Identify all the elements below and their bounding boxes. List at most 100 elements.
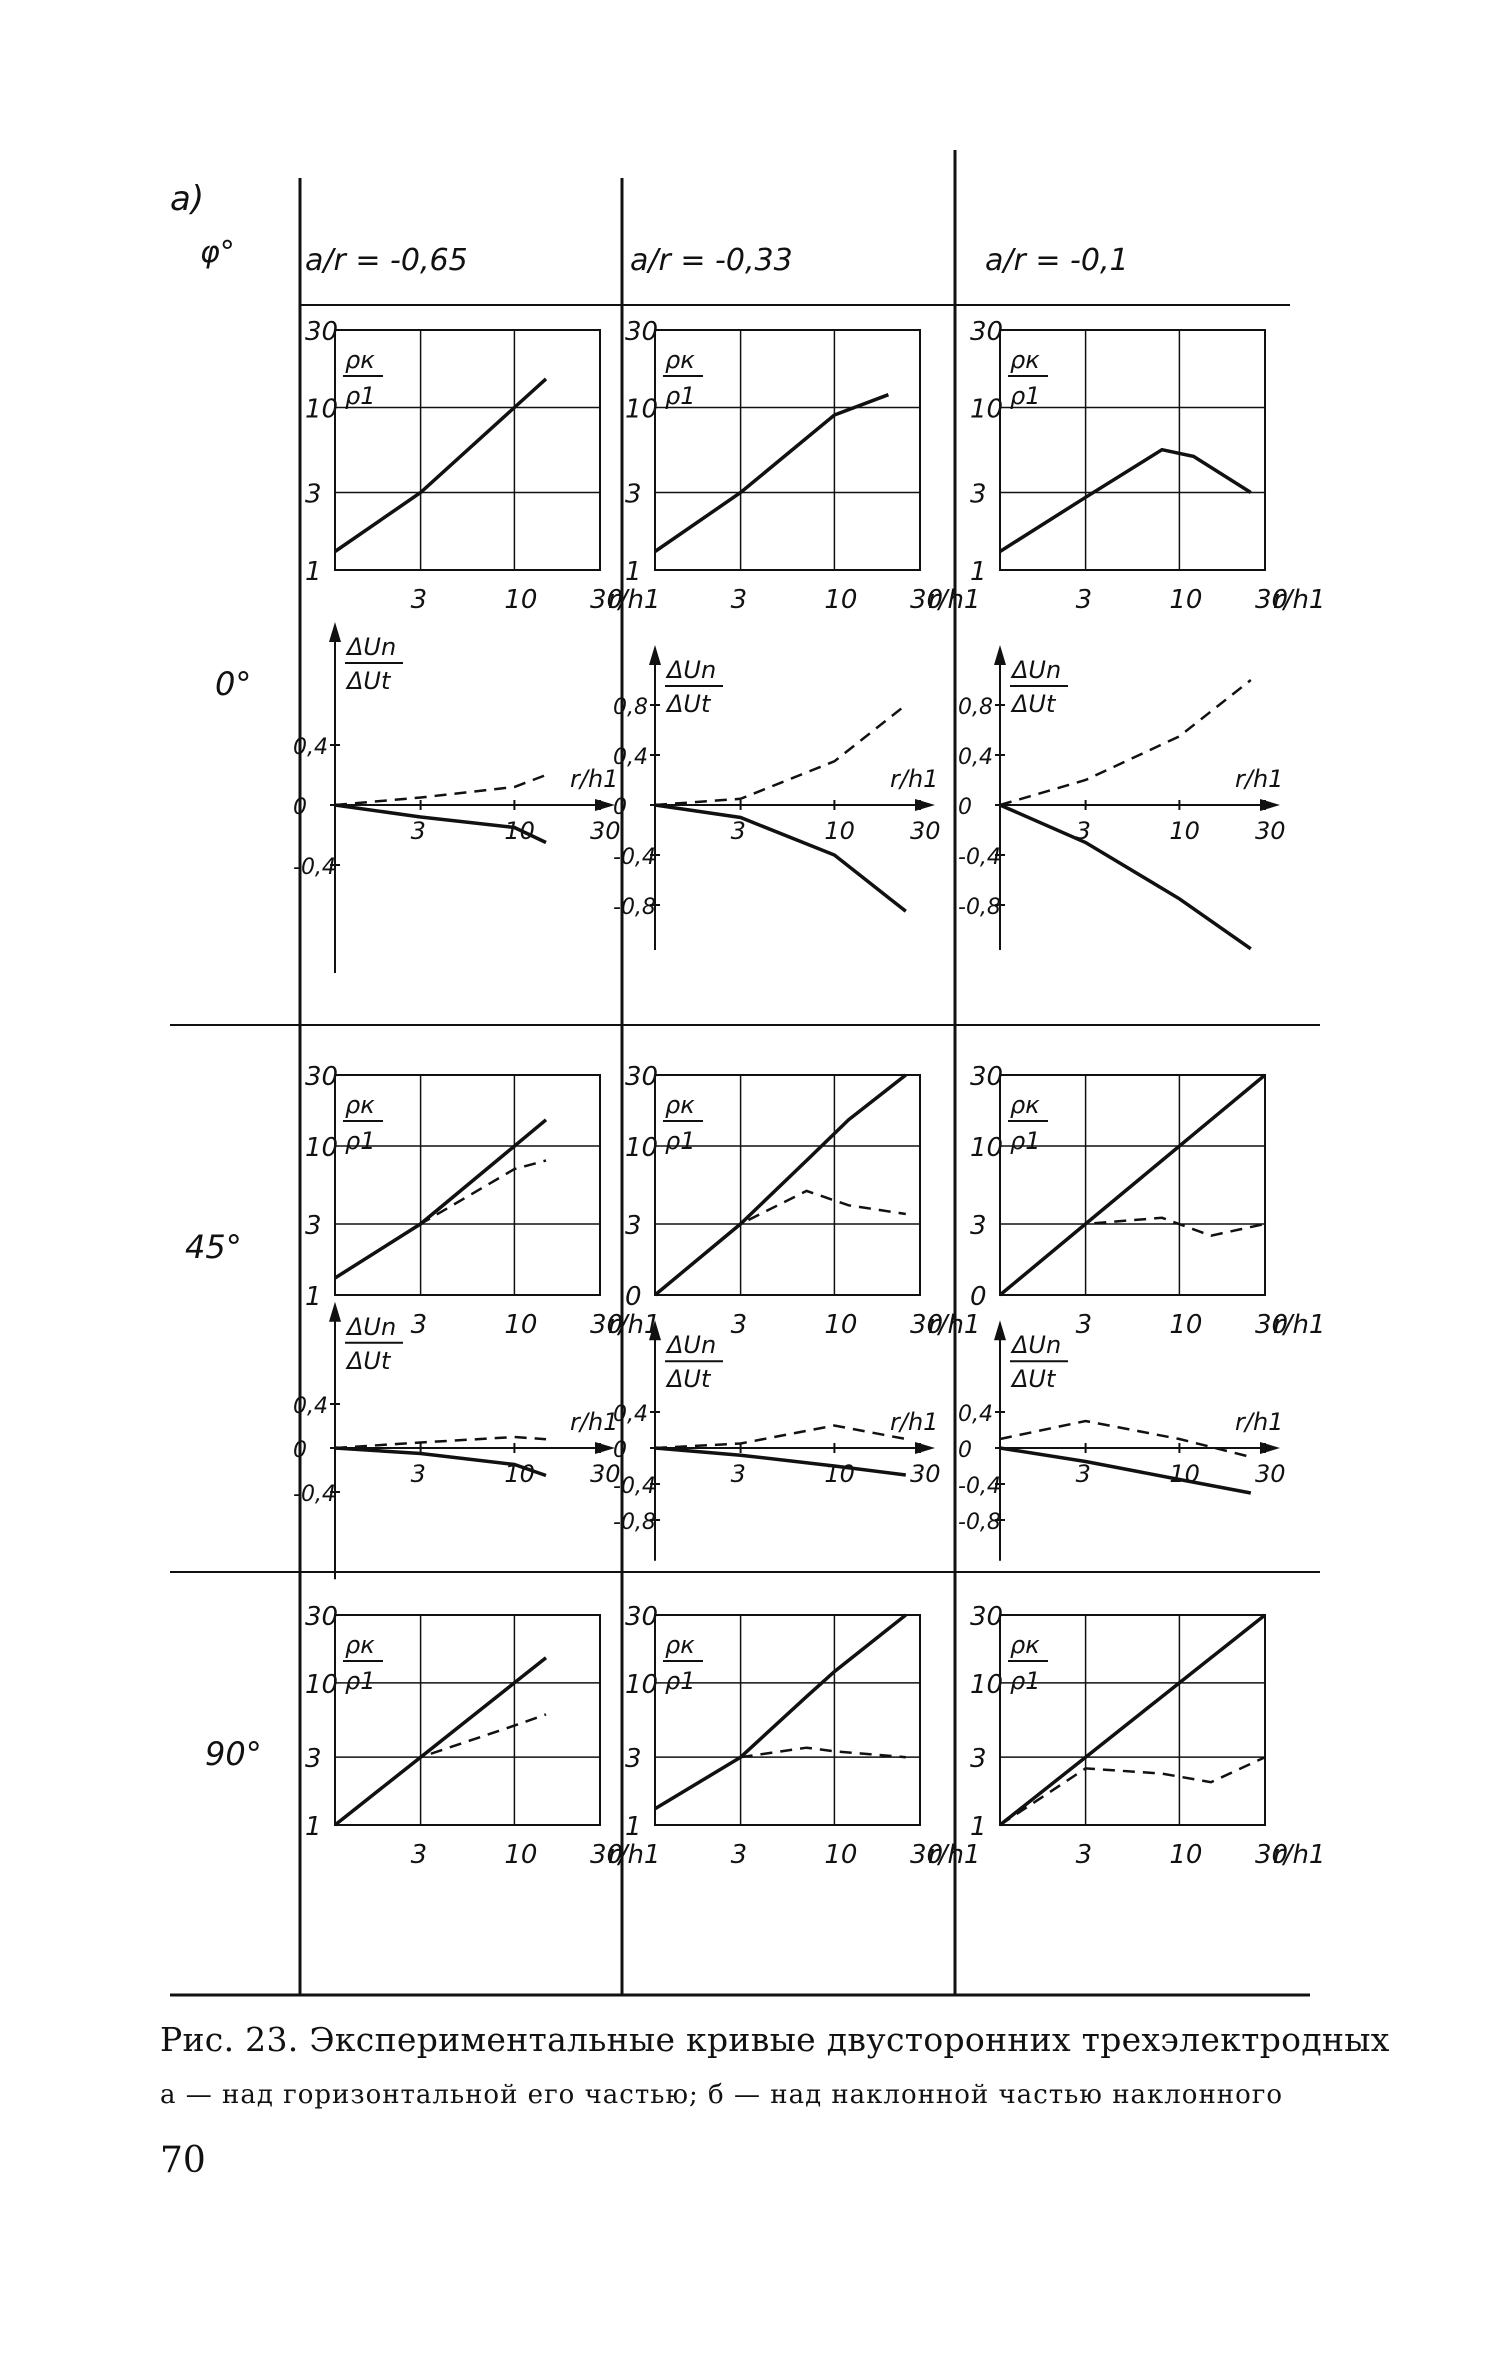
x-axis-label: r/h1 — [1273, 1310, 1325, 1340]
rho-plot-frame — [654, 329, 921, 571]
du-label-numerator: ΔUn — [665, 656, 716, 684]
x-tick-label: 10 — [1169, 817, 1200, 845]
rho-y-tick-label: 0 — [625, 1282, 642, 1312]
dashed-curve — [654, 1424, 907, 1450]
page-number: 70 — [160, 2140, 206, 2181]
rho-plot-frame — [999, 1074, 1266, 1296]
du-label-numerator: ΔUn — [345, 1313, 396, 1341]
arrow-head — [329, 1301, 341, 1322]
solid-curve — [334, 803, 547, 845]
arrow-head — [994, 645, 1006, 665]
du-y-tick-label: 0 — [293, 795, 307, 820]
du-y-tick-label: 0 — [613, 795, 627, 820]
x-tick-label: 3 — [411, 1460, 426, 1488]
x-axis-label: r/h1 — [1235, 1408, 1283, 1436]
column-header: a/r = -0,65 — [305, 243, 468, 278]
x-tick-label: 3 — [731, 1310, 748, 1340]
dashed-curve — [334, 1435, 547, 1450]
rho-y-tick-label: 30 — [970, 1602, 1003, 1632]
x-tick-label: 10 — [504, 1310, 537, 1340]
row-label: 0° — [215, 665, 251, 703]
rho-label-denominator: ρ1 — [345, 1667, 376, 1695]
rho-label-denominator: ρ1 — [665, 1127, 696, 1155]
du-label-numerator: ΔUn — [665, 1331, 716, 1359]
x-tick-label: 10 — [1169, 585, 1202, 615]
rho-label-denominator: ρ1 — [665, 382, 696, 410]
rho-y-tick-label: 3 — [305, 479, 322, 509]
solid-curve — [654, 393, 890, 553]
du-y-tick-label: -0,8 — [958, 895, 1001, 920]
rho-label-numerator: ρк — [1010, 1631, 1040, 1659]
x-tick-label: 10 — [824, 1840, 857, 1870]
x-tick-label: 30 — [1255, 585, 1288, 615]
rho-label-numerator: ρк — [665, 1091, 695, 1119]
rho-y-tick-label: 10 — [625, 1133, 658, 1163]
rho-label-denominator: ρ1 — [665, 1667, 696, 1695]
du-y-tick-label: -0,8 — [958, 1510, 1001, 1535]
rho-y-tick-label: 3 — [970, 1744, 987, 1774]
rho-plot-frame — [999, 329, 1266, 571]
rho-y-tick-label: 30 — [625, 1062, 658, 1092]
du-y-tick-label: 0 — [958, 1438, 972, 1463]
du-y-tick-label: 0,8 — [958, 695, 993, 720]
x-axis-label: r/h1 — [928, 1840, 980, 1870]
x-tick-label: 10 — [824, 817, 855, 845]
rho-y-tick-label: 3 — [970, 1211, 987, 1241]
rho-y-tick-label: 30 — [970, 1062, 1003, 1092]
x-tick-label: 3 — [1076, 1310, 1093, 1340]
du-label-denominator: ΔUt — [1010, 1365, 1057, 1393]
rho-label-numerator: ρк — [1010, 1091, 1040, 1119]
rho-label-numerator: ρк — [665, 1631, 695, 1659]
rho-y-tick-label: 10 — [625, 395, 658, 425]
rho-y-tick-label: 30 — [305, 317, 338, 347]
arrow-head — [1260, 799, 1280, 811]
du-label-numerator: ΔUn — [345, 633, 396, 661]
rho-label-denominator: ρ1 — [345, 382, 376, 410]
dashed-curve — [999, 1756, 1266, 1827]
arrow-head — [994, 1320, 1006, 1341]
rho-plot-frame — [654, 1614, 921, 1826]
rho-y-tick-label: 3 — [625, 479, 642, 509]
rho-y-tick-label: 3 — [625, 1211, 642, 1241]
x-tick-label: 10 — [504, 585, 537, 615]
x-tick-label: 10 — [824, 1310, 857, 1340]
rho-label-numerator: ρк — [345, 346, 375, 374]
rho-label-numerator: ρк — [665, 346, 695, 374]
panel-letter: a) — [170, 179, 204, 219]
rho-y-tick-label: 3 — [970, 479, 987, 509]
x-tick-label: 3 — [1076, 585, 1093, 615]
rho-y-tick-label: 10 — [970, 395, 1003, 425]
x-tick-label: 30 — [590, 1460, 621, 1488]
du-y-tick-label: 0 — [958, 795, 972, 820]
rho-y-tick-label: 1 — [625, 1812, 642, 1842]
row-label: 45° — [185, 1228, 242, 1266]
x-axis-label: r/h1 — [890, 1408, 938, 1436]
rho-label-denominator: ρ1 — [345, 1127, 376, 1155]
x-tick-label: 30 — [910, 1310, 943, 1340]
x-tick-label: 10 — [504, 1840, 537, 1870]
x-tick-label: 10 — [824, 585, 857, 615]
x-axis-label: r/h1 — [928, 585, 980, 615]
rho-y-tick-label: 10 — [305, 1670, 338, 1700]
rho-y-tick-label: 10 — [305, 395, 338, 425]
x-axis-label: r/h1 — [1235, 765, 1283, 793]
x-axis-label: r/h1 — [608, 1840, 660, 1870]
rho-y-tick-label: 30 — [305, 1602, 338, 1632]
rho-y-tick-label: 1 — [625, 557, 642, 587]
x-tick-label: 3 — [731, 1460, 746, 1488]
phi-header: φ° — [200, 235, 235, 270]
x-tick-label: 30 — [590, 817, 621, 845]
arrow-head — [595, 1442, 615, 1454]
x-tick-label: 30 — [910, 585, 943, 615]
x-axis-label: r/h1 — [928, 1310, 980, 1340]
x-tick-label: 10 — [1169, 1310, 1202, 1340]
column-header: a/r = -0,1 — [985, 243, 1129, 278]
du-y-tick-label: 0,8 — [613, 695, 648, 720]
solid-curve — [654, 1446, 907, 1477]
du-label-numerator: ΔUn — [1010, 656, 1061, 684]
x-tick-label: 30 — [910, 817, 941, 845]
x-tick-label: 30 — [590, 1840, 623, 1870]
rho-label-denominator: ρ1 — [1010, 1667, 1041, 1695]
solid-curve — [999, 803, 1252, 951]
